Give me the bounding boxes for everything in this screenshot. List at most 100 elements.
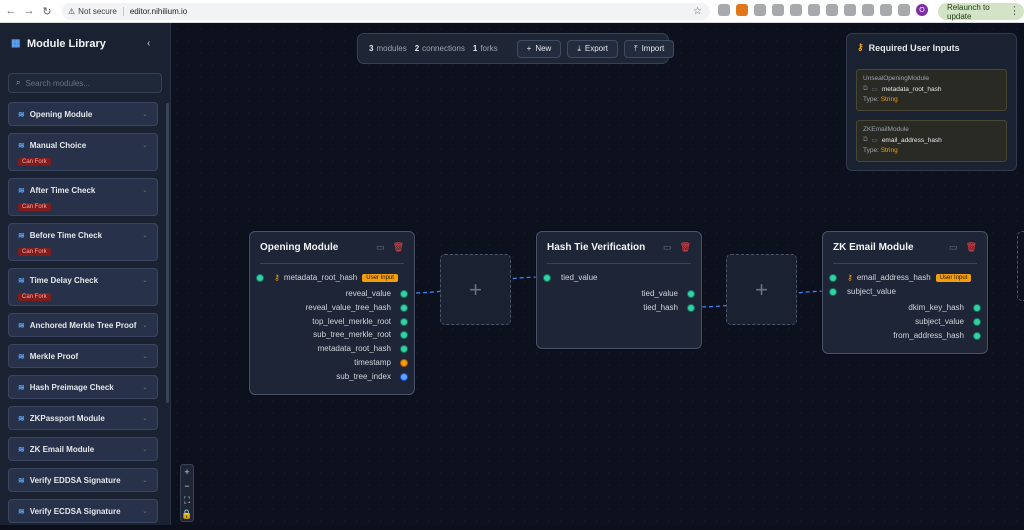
chevron-down-icon[interactable]: ⌄ bbox=[142, 477, 148, 484]
trash-icon[interactable]: 🗑 bbox=[965, 242, 977, 252]
extension-icon[interactable] bbox=[808, 4, 820, 16]
new-button[interactable]: +New bbox=[516, 39, 562, 58]
output-port[interactable] bbox=[973, 317, 981, 326]
sidepanel-icon[interactable] bbox=[880, 4, 892, 16]
trash-icon[interactable]: 🗑 bbox=[392, 242, 404, 252]
add-module-slot[interactable]: + bbox=[440, 254, 511, 325]
output-port[interactable] bbox=[400, 372, 408, 381]
output-port-row: reveal_value bbox=[346, 289, 408, 298]
output-port[interactable] bbox=[400, 358, 408, 367]
plus-icon: + bbox=[469, 276, 482, 302]
extension-icon[interactable] bbox=[790, 4, 802, 16]
back-icon[interactable]: ← bbox=[5, 5, 17, 17]
module-label: Manual Choice bbox=[29, 141, 87, 150]
collapse-sidebar-icon[interactable]: ‹ bbox=[147, 38, 151, 49]
chevron-down-icon[interactable]: ⌄ bbox=[142, 384, 148, 391]
output-port[interactable] bbox=[400, 344, 408, 353]
more-menu-icon[interactable]: ⋮ bbox=[1009, 5, 1020, 17]
zoom-in-icon[interactable]: + bbox=[184, 467, 190, 477]
sidebar-module-item[interactable]: ≋Verify EDDSA Signature⌄ bbox=[8, 468, 158, 492]
chevron-down-icon[interactable]: ⌄ bbox=[142, 353, 148, 360]
export-button[interactable]: ⤓Export bbox=[567, 39, 619, 58]
node-divider bbox=[833, 263, 977, 264]
not-secure-indicator[interactable]: ⚠ Not secure bbox=[68, 7, 124, 16]
sidebar-scrollbar[interactable] bbox=[166, 103, 169, 403]
sidebar-module-item[interactable]: ≋Merkle Proof⌄ bbox=[8, 344, 158, 368]
import-button[interactable]: ⤒Import bbox=[624, 39, 675, 58]
input-port[interactable] bbox=[829, 273, 837, 282]
module-label: Verify EDDSA Signature bbox=[29, 476, 121, 485]
output-port-row: metadata_root_hash bbox=[318, 344, 408, 353]
input-port[interactable] bbox=[543, 273, 551, 282]
comment-icon[interactable]: ▭ bbox=[871, 137, 878, 144]
trash-icon[interactable]: 🗑 bbox=[679, 242, 691, 252]
module-label: Hash Preimage Check bbox=[29, 383, 114, 392]
output-port[interactable] bbox=[973, 303, 981, 312]
output-port[interactable] bbox=[400, 330, 408, 339]
forward-icon[interactable]: → bbox=[23, 5, 35, 17]
chevron-down-icon[interactable]: ⌄ bbox=[142, 446, 148, 453]
output-port[interactable] bbox=[400, 317, 408, 326]
comment-icon[interactable]: ▭ bbox=[376, 242, 385, 252]
comment-icon[interactable]: ▭ bbox=[663, 242, 672, 252]
relaunch-button[interactable]: Relaunch to update bbox=[938, 3, 1024, 21]
copy-icon[interactable]: ⧉ bbox=[863, 85, 868, 92]
profile-avatar[interactable]: O bbox=[916, 4, 928, 16]
output-port[interactable] bbox=[400, 303, 408, 312]
zoom-out-icon[interactable]: − bbox=[184, 481, 190, 491]
download-icon[interactable] bbox=[898, 4, 910, 16]
chevron-down-icon[interactable]: ⌄ bbox=[142, 508, 148, 515]
chevron-down-icon[interactable]: ⌄ bbox=[142, 142, 148, 149]
extension-icon[interactable] bbox=[826, 4, 838, 16]
node-zk-email-module[interactable]: ZK Email Module ▭🗑 ⚷ email_address_hash … bbox=[822, 231, 988, 354]
input-port[interactable] bbox=[256, 273, 264, 282]
copy-icon[interactable]: ⧉ bbox=[863, 136, 868, 143]
sidebar-module-item[interactable]: ≋ZKPassport Module⌄ bbox=[8, 406, 158, 430]
sidebar-module-item[interactable]: ≋Time Delay Check⌄Can Fork bbox=[8, 268, 158, 306]
sidebar-module-item[interactable]: ≋After Time Check⌄Can Fork bbox=[8, 178, 158, 216]
sidebar-module-item[interactable]: ≋Verify ECDSA Signature⌄ bbox=[8, 499, 158, 523]
search-input[interactable]: ⌕ Search modules... bbox=[8, 73, 162, 93]
sidebar-module-item[interactable]: ≋Anchored Merkle Tree Proof⌄ bbox=[8, 313, 158, 337]
output-port[interactable] bbox=[973, 331, 981, 340]
user-input-badge: User Input bbox=[362, 273, 398, 282]
chevron-down-icon[interactable]: ⌄ bbox=[142, 187, 148, 194]
lock-icon[interactable]: 🔒 bbox=[181, 509, 193, 519]
chevron-down-icon[interactable]: ⌄ bbox=[142, 322, 148, 329]
extension-icon[interactable] bbox=[772, 4, 784, 16]
input-port[interactable] bbox=[829, 287, 837, 296]
sidebar-module-item[interactable]: ≋ZK Email Module⌄ bbox=[8, 437, 158, 461]
input-port-row: ⚷ email_address_hash User Input bbox=[829, 273, 972, 282]
add-module-slot[interactable]: + bbox=[726, 254, 797, 325]
required-input-item[interactable]: ZKEmailModule ⧉▭email_address_hash Type:… bbox=[856, 120, 1007, 162]
comment-icon[interactable]: ▭ bbox=[949, 242, 958, 252]
node-hash-tie-verification[interactable]: Hash Tie Verification ▭🗑 tied_value tied… bbox=[536, 231, 702, 349]
output-port[interactable] bbox=[400, 289, 408, 298]
reload-icon[interactable]: ↻ bbox=[42, 5, 52, 18]
fit-view-icon[interactable]: ⛶ bbox=[183, 495, 191, 505]
bookmark-star-icon[interactable]: ☆ bbox=[693, 6, 702, 17]
sidebar-module-item[interactable]: ≋Before Time Check⌄Can Fork bbox=[8, 223, 158, 261]
chevron-down-icon[interactable]: ⌄ bbox=[142, 232, 148, 239]
metamask-icon[interactable] bbox=[736, 4, 748, 16]
output-port-row: timestamp bbox=[354, 358, 408, 367]
sidebar-module-item[interactable]: ≋Opening Module⌄ bbox=[8, 102, 158, 126]
sidebar-module-item[interactable]: ≋Manual Choice⌄Can Fork bbox=[8, 133, 158, 171]
output-port[interactable] bbox=[687, 303, 695, 312]
node-opening-module[interactable]: Opening Module ▭🗑 ⚷ metadata_root_hash U… bbox=[249, 231, 415, 395]
output-port[interactable] bbox=[687, 289, 695, 298]
chevron-down-icon[interactable]: ⌄ bbox=[142, 111, 148, 118]
output-port-row: top_level_merkle_root bbox=[312, 317, 408, 326]
chevron-down-icon[interactable]: ⌄ bbox=[142, 277, 148, 284]
sidebar-module-item[interactable]: ≋Hash Preimage Check⌄ bbox=[8, 375, 158, 399]
puzzle-icon[interactable] bbox=[862, 4, 874, 16]
required-input-item[interactable]: UnsealOpeningModule ⧉▭metadata_root_hash… bbox=[856, 69, 1007, 111]
comment-icon[interactable]: ▭ bbox=[871, 86, 878, 93]
extension-icon[interactable] bbox=[718, 4, 730, 16]
layers-icon: ≋ bbox=[18, 321, 25, 330]
extension-icon[interactable] bbox=[754, 4, 766, 16]
chevron-down-icon[interactable]: ⌄ bbox=[142, 415, 148, 422]
address-bar[interactable]: ⚠ Not secure editor.nihilium.io ☆ bbox=[62, 3, 710, 20]
extension-icon[interactable] bbox=[844, 4, 856, 16]
download-icon: ⤓ bbox=[577, 43, 581, 53]
